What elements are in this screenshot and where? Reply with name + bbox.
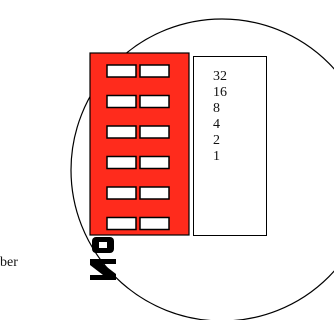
caption-text: ber bbox=[0, 255, 18, 271]
switch-slot-3-left bbox=[107, 126, 136, 138]
switch-slot-3-right bbox=[140, 126, 169, 138]
on-label-icon bbox=[90, 237, 116, 280]
switch-slot-6-right bbox=[140, 218, 169, 230]
switch-slot-4-left bbox=[107, 157, 136, 169]
value-1: 1 bbox=[213, 149, 220, 164]
value-4: 4 bbox=[213, 117, 220, 132]
value-2: 2 bbox=[213, 133, 220, 148]
switch-slot-2-right bbox=[140, 96, 169, 108]
value-panel: 32 16 8 4 2 1 bbox=[193, 56, 267, 236]
switch-slot-1-right bbox=[140, 65, 169, 77]
value-8: 8 bbox=[213, 101, 220, 116]
switch-slot-5-right bbox=[140, 187, 169, 199]
switch-body bbox=[90, 53, 189, 235]
value-32: 32 bbox=[213, 69, 227, 84]
switch-slot-6-left bbox=[107, 218, 136, 230]
switch-slot-1-left bbox=[107, 65, 136, 77]
switch-slot-5-left bbox=[107, 187, 136, 199]
switch-slot-4-right bbox=[140, 157, 169, 169]
switch-slot-2-left bbox=[107, 96, 136, 108]
value-16: 16 bbox=[213, 85, 227, 100]
